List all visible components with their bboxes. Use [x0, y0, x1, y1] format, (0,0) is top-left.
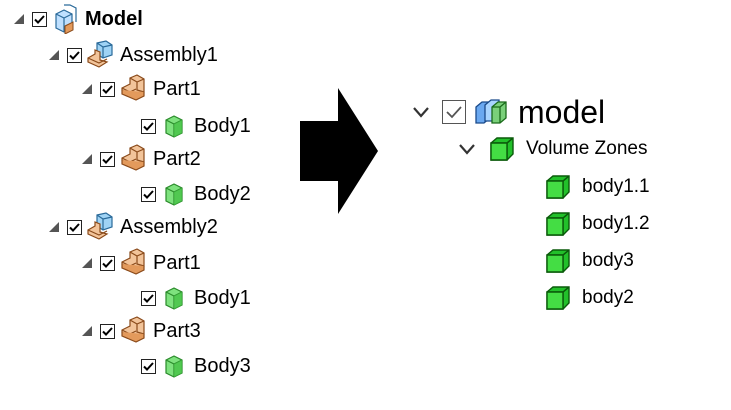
body-icon [159, 179, 189, 209]
body-icon [544, 247, 572, 275]
checkbox[interactable] [141, 358, 156, 374]
check-icon [33, 13, 46, 26]
check-icon [142, 360, 155, 373]
expand-triangle-icon[interactable] [12, 12, 26, 26]
expand-triangle-icon[interactable] [80, 152, 94, 166]
node-label: Assembly2 [120, 216, 218, 238]
check-icon [101, 83, 114, 96]
checkbox[interactable] [100, 255, 115, 271]
node-label: Volume Zones [526, 138, 648, 159]
node-label: Assembly1 [120, 44, 218, 66]
node-label: body3 [582, 250, 634, 271]
tree-node-part1[interactable]: Part1 [80, 248, 201, 278]
checkbox[interactable] [100, 151, 115, 167]
node-label: Body1 [194, 287, 251, 309]
check-icon [68, 49, 81, 62]
tree-node-model[interactable]: model [410, 92, 605, 132]
assembly-icon [85, 40, 115, 70]
checkbox[interactable] [442, 100, 466, 124]
check-icon [68, 221, 81, 234]
body-icon [544, 284, 572, 312]
checkbox[interactable] [141, 118, 156, 134]
node-label: Model [85, 8, 143, 30]
chevron-down-icon[interactable] [456, 138, 478, 160]
part-icon [118, 248, 148, 278]
tree-node-body1[interactable]: Body1 [141, 283, 251, 313]
part-icon [118, 316, 148, 346]
volume-zone-icon [488, 135, 516, 163]
tree-node-part1[interactable]: Part1 [80, 74, 201, 104]
node-label: body1.1 [582, 176, 650, 197]
node-label: Part3 [153, 320, 201, 342]
checkbox[interactable] [141, 290, 156, 306]
checkbox[interactable] [100, 323, 115, 339]
node-label: Part2 [153, 148, 201, 170]
expand-triangle-icon[interactable] [80, 256, 94, 270]
body-icon [544, 210, 572, 238]
tree-node-volume-zones[interactable]: Volume Zones [456, 134, 647, 164]
tree-node-body2[interactable]: Body2 [141, 179, 251, 209]
check-icon [101, 257, 114, 270]
tree-node-part2[interactable]: Part2 [80, 144, 201, 174]
node-label: Part1 [153, 252, 201, 274]
expand-triangle-icon[interactable] [47, 220, 61, 234]
checkbox[interactable] [67, 47, 82, 63]
tree-node-model[interactable]: Model [12, 4, 143, 34]
check-icon [142, 188, 155, 201]
tree-node-part3[interactable]: Part3 [80, 316, 201, 346]
tree-node-assembly2[interactable]: Assembly2 [47, 212, 218, 242]
tree-node-body[interactable]: body1.2 [544, 209, 650, 239]
body-icon [159, 283, 189, 313]
part-icon [118, 144, 148, 174]
expand-triangle-icon[interactable] [47, 48, 61, 62]
tree-node-body3[interactable]: Body3 [141, 351, 251, 381]
checkbox[interactable] [100, 81, 115, 97]
checkbox[interactable] [32, 11, 47, 27]
expand-triangle-icon[interactable] [80, 324, 94, 338]
model-icon [50, 4, 80, 34]
checkbox[interactable] [67, 219, 82, 235]
check-icon [101, 153, 114, 166]
tree-node-body1[interactable]: Body1 [141, 111, 251, 141]
check-icon [101, 325, 114, 338]
expand-triangle-icon[interactable] [80, 82, 94, 96]
node-label: model [518, 93, 606, 130]
check-icon [142, 120, 155, 133]
tree-node-body[interactable]: body3 [544, 246, 634, 276]
tree-node-body[interactable]: body2 [544, 283, 634, 313]
chevron-down-icon[interactable] [410, 101, 432, 123]
model-icon [474, 98, 508, 126]
node-label: Body3 [194, 355, 251, 377]
tree-node-body[interactable]: body1.1 [544, 172, 650, 202]
node-label: Body2 [194, 183, 251, 205]
node-label: Part1 [153, 78, 201, 100]
node-label: body2 [582, 287, 634, 308]
node-label: body1.2 [582, 213, 650, 234]
body-icon [544, 173, 572, 201]
body-icon [159, 351, 189, 381]
checkbox[interactable] [141, 186, 156, 202]
node-label: Body1 [194, 115, 251, 137]
tree-node-assembly1[interactable]: Assembly1 [47, 40, 218, 70]
assembly-icon [85, 212, 115, 242]
part-icon [118, 74, 148, 104]
right-arrow-icon [300, 88, 378, 214]
body-icon [159, 111, 189, 141]
check-icon [142, 292, 155, 305]
check-icon [446, 106, 462, 119]
